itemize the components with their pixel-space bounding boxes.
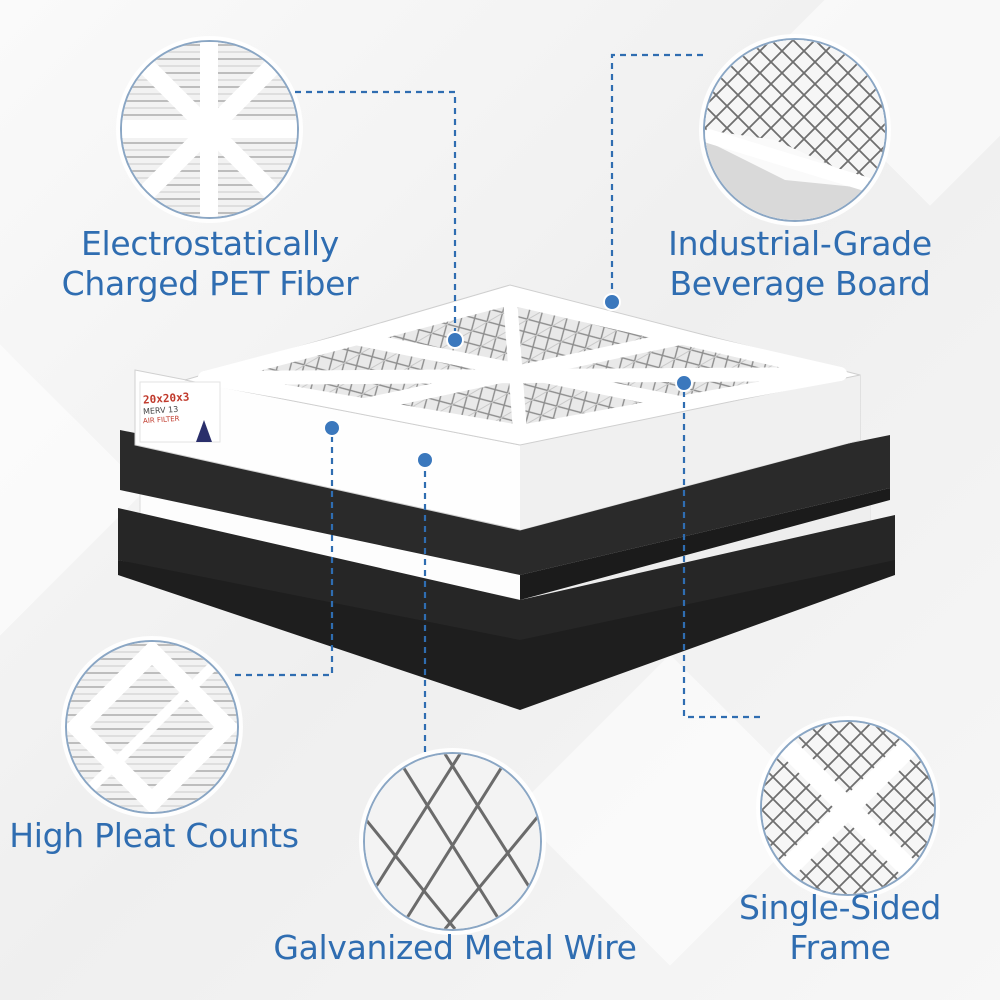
board-label-line2: Beverage Board bbox=[669, 264, 931, 303]
frame-label-line1: Single-Sided bbox=[738, 888, 942, 927]
fiber-label-line1: Electrostatically bbox=[80, 224, 340, 263]
upper-foam-gasket bbox=[120, 430, 890, 575]
frame-callout-dot bbox=[675, 374, 693, 392]
pleat-callout-dot bbox=[323, 419, 341, 437]
wire-callout-dot bbox=[416, 451, 434, 469]
zoom-circle-pleat bbox=[65, 640, 239, 814]
upper-filter-unit bbox=[134, 284, 861, 531]
frame-grid-supports bbox=[198, 291, 847, 439]
wire-callout-label: Galvanized Metal Wire bbox=[270, 928, 640, 968]
pleat-leader-line bbox=[235, 428, 334, 677]
filter-side-label bbox=[139, 381, 221, 443]
fiber-label-line2: Charged PET Fiber bbox=[61, 264, 359, 303]
board-callout-label: Industrial-Grade Beverage Board bbox=[630, 224, 970, 304]
fiber-leader-line bbox=[295, 90, 457, 340]
pleat-label-line1: High Pleat Counts bbox=[9, 816, 299, 855]
board-callout-dot bbox=[603, 293, 621, 311]
fiber-callout-label: Electrostatically Charged PET Fiber bbox=[30, 224, 390, 304]
zoom-circle-wire bbox=[363, 752, 542, 931]
zoom-circle-frame bbox=[760, 720, 936, 896]
board-label-line1: Industrial-Grade bbox=[668, 224, 932, 263]
frame-callout-label: Single-Sided Frame bbox=[720, 888, 960, 968]
frame-label-line2: Frame bbox=[789, 928, 891, 967]
wire-label-line1: Galvanized Metal Wire bbox=[273, 928, 637, 967]
frame-leader-line bbox=[682, 383, 760, 719]
board-leader-line bbox=[610, 53, 703, 302]
zoom-circle-fiber bbox=[120, 40, 299, 219]
zoom-circle-board bbox=[703, 38, 887, 222]
fiber-callout-dot bbox=[446, 331, 464, 349]
pleat-callout-label: High Pleat Counts bbox=[4, 816, 304, 856]
